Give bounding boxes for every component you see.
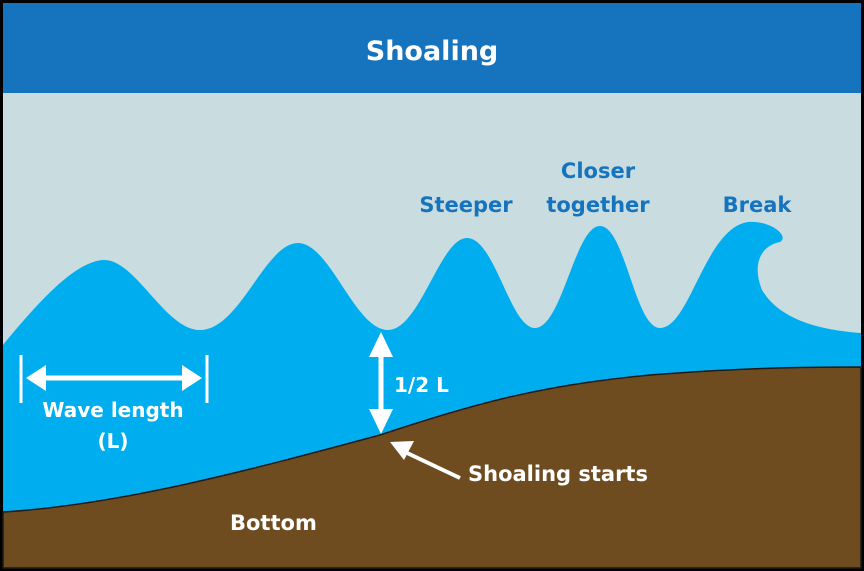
closer-together-label-line2: together [546, 193, 650, 217]
sea-bottom [2, 366, 862, 569]
wave-length-arrow [19, 355, 209, 403]
steeper-label: Steeper [419, 193, 513, 217]
shoaling-starts-arrow [390, 441, 461, 480]
half-wavelength-arrow [369, 332, 393, 434]
half-wavelength-label: 1/2 L [394, 373, 449, 397]
bottom-label: Bottom [230, 511, 317, 535]
wave-length-label: Wave length [42, 398, 183, 422]
diagram-title: Shoaling [366, 36, 499, 67]
title-band [3, 3, 861, 93]
wave-length-symbol: (L) [97, 429, 128, 453]
closer-together-label-line1: Closer [561, 159, 636, 183]
shoaling-starts-label: Shoaling starts [468, 462, 648, 486]
break-label: Break [723, 193, 793, 217]
